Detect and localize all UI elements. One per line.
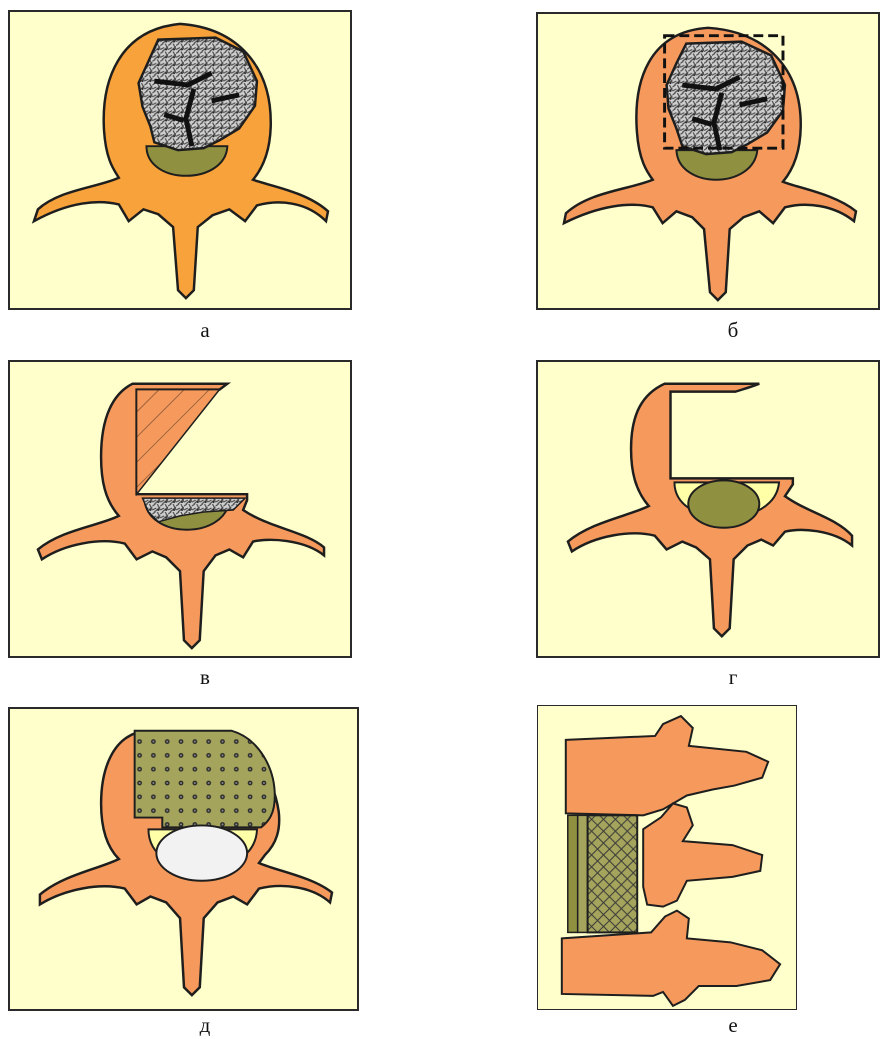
caption-b: б <box>713 318 753 343</box>
bone-graft <box>135 731 275 828</box>
mesh-implant <box>588 815 638 932</box>
vertebra-axial-section-icon <box>10 709 357 1009</box>
vertebra-axial-section-icon <box>10 362 350 656</box>
vertebra-sagittal-section-icon <box>538 706 796 1009</box>
panel-a <box>8 10 352 310</box>
caption-e: е <box>713 1013 753 1038</box>
panel-g <box>536 360 880 658</box>
vertebra-axial-section-icon <box>538 14 878 308</box>
panel-v <box>8 360 352 658</box>
spinal-cord <box>688 480 759 527</box>
caption-g: г <box>713 665 753 690</box>
panel-b <box>536 12 880 310</box>
caption-a: а <box>185 318 225 343</box>
panel-e <box>537 705 797 1010</box>
graft-layer-2 <box>578 815 588 932</box>
graft-layer-1 <box>568 815 578 932</box>
middle-vertebra <box>643 803 762 906</box>
caption-d: д <box>185 1013 225 1038</box>
vertebra-axial-section-icon <box>538 362 878 656</box>
panel-d <box>8 707 359 1011</box>
upper-vertebra <box>566 716 768 815</box>
resected-body-hatched <box>137 390 220 495</box>
spinal-canal <box>156 825 247 880</box>
vertebra-axial-section-icon <box>10 12 350 308</box>
caption-v: в <box>185 665 225 690</box>
